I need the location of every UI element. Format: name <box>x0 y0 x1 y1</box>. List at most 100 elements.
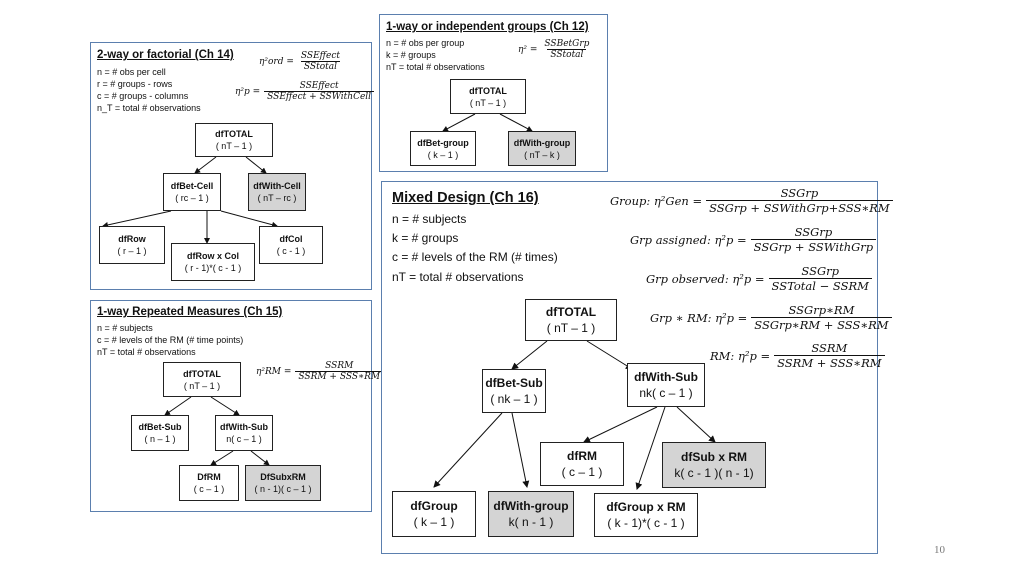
equation-numerator: SSRM <box>811 341 848 355</box>
oneway-panel: 1-way or independent groups (Ch 12) n = … <box>379 14 608 172</box>
equation-denominator: SSGrp∗RM + SSS∗RM <box>751 317 892 332</box>
box-formula: ( c – 1 ) <box>193 484 225 494</box>
def-line: nT = total # observations <box>386 62 485 73</box>
df-total-box: dfTOTAL ( nT – 1 ) <box>195 123 273 157</box>
box-label: DfRM <box>197 472 221 482</box>
box-formula: ( c – 1 ) <box>561 465 603 479</box>
df-sub-x-rm-box: dfSub x RM k( c - 1 )( n - 1) <box>662 442 766 488</box>
equation-lhs: Group: η²Gen = <box>610 193 703 208</box>
equation-denominator: SSRM + SSS∗RM <box>295 371 384 382</box>
equation-numerator: SSBetGrp <box>544 39 590 49</box>
def-line: n_T = total # observations <box>97 103 201 114</box>
box-formula: ( rc – 1 ) <box>175 193 209 203</box>
equation-numerator: SSEffect <box>299 81 339 91</box>
equation-denominator: SStotal <box>547 49 587 60</box>
equation-lhs: Grp assigned: η²p = <box>630 232 747 247</box>
box-formula: ( n - 1)( c – 1 ) <box>254 484 312 494</box>
rm-panel: 1-way Repeated Measures (Ch 15) n = # su… <box>90 300 384 512</box>
box-label: dfBet-Cell <box>170 181 214 191</box>
df-with-sub-box: dfWith-Sub nk( c – 1 ) <box>627 363 705 407</box>
box-formula: ( k – 1 ) <box>427 149 459 160</box>
box-label: dfWith-Sub <box>220 422 268 432</box>
equation-denominator: SSTotal − SSRM <box>768 278 872 293</box>
df-row-x-col-box: dfRow x Col ( r - 1)*( c - 1 ) <box>171 243 255 281</box>
df-bet-cell-box: dfBet-Cell ( rc – 1 ) <box>163 173 221 211</box>
oneway-defs: n = # obs per group k = # groups nT = to… <box>386 37 485 73</box>
box-formula: k( c - 1 )( n - 1) <box>674 466 754 480</box>
equation-lhs: η²RM = <box>256 366 292 377</box>
df-total-box: dfTOTAL ( nT – 1 ) <box>525 299 617 341</box>
df-group-box: dfGroup ( k – 1 ) <box>392 491 476 537</box>
box-label: dfTOTAL <box>545 305 597 319</box>
def-line: n = # subjects <box>392 212 467 226</box>
equation-lhs: Grp ∗ RM: η²p = <box>650 310 748 325</box>
box-formula: ( c - 1 ) <box>276 246 306 256</box>
box-label: dfRow <box>118 234 146 244</box>
equation-numerator: SSGrp <box>794 225 833 239</box>
box-formula: nk( c – 1 ) <box>639 386 693 400</box>
box-formula: ( nT – 1 ) <box>183 380 221 391</box>
box-formula: k( n - 1 ) <box>508 515 554 529</box>
df-bet-sub-box: dfBet-Sub ( nk – 1 ) <box>482 369 546 413</box>
df-group-x-rm-box: dfGroup x RM ( k - 1)*( c - 1 ) <box>594 493 698 537</box>
box-label: dfRow x Col <box>187 251 239 261</box>
def-line: k = # groups <box>386 50 436 61</box>
df-rm-box: dfRM ( c – 1 ) <box>540 442 624 486</box>
box-label: dfWith-Cell <box>253 181 301 191</box>
box-label: dfTOTAL <box>469 85 507 96</box>
box-formula: ( r - 1)*( c - 1 ) <box>184 263 242 273</box>
def-line: r = # groups - rows <box>97 79 173 90</box>
df-col-box: dfCol ( c - 1 ) <box>259 226 323 264</box>
box-label: dfWith-group <box>493 499 569 513</box>
equation-lhs: η²p = <box>235 86 261 97</box>
mixed-defs: n = # subjects k = # groups c = # levels… <box>392 210 558 287</box>
rm-title: 1-way Repeated Measures (Ch 15) <box>97 306 283 318</box>
box-label: dfGroup x RM <box>606 500 686 514</box>
box-formula: ( nk – 1 ) <box>490 392 538 406</box>
df-bet-sub-box: dfBet-Sub ( n – 1 ) <box>131 415 189 451</box>
mixed-arrows <box>433 340 716 490</box>
df-bet-group-box: dfBet-group ( k – 1 ) <box>410 131 476 166</box>
factorial-arrows <box>102 156 278 244</box>
equation-lhs: Grp observed: η²p = <box>646 271 765 286</box>
def-line: n = # obs per cell <box>97 67 166 77</box>
equation-lhs: RM: η²p = <box>710 348 771 363</box>
def-line: k = # groups <box>392 231 459 246</box>
box-formula: ( k - 1)*( c - 1 ) <box>607 516 685 530</box>
df-rm-box: DfRM ( c – 1 ) <box>179 465 239 501</box>
oneway-arrows <box>442 113 533 132</box>
box-label: DfSubxRM <box>260 472 306 482</box>
def-line: c = # levels of the RM (# time points) <box>97 335 244 346</box>
box-formula: ( nT – 1 ) <box>215 141 253 151</box>
factorial-title: 2-way or factorial (Ch 14) <box>97 49 234 61</box>
df-sub-x-rm-box: DfSubxRM ( n - 1)( c – 1 ) <box>245 465 321 501</box>
box-label: dfSub x RM <box>681 450 747 464</box>
equation-numerator: SSGrp <box>801 264 840 278</box>
box-formula: ( nT – rc ) <box>257 193 297 203</box>
box-formula: n( c – 1 ) <box>226 434 262 444</box>
box-formula: ( nT – k ) <box>524 149 560 160</box>
df-row-box: dfRow ( r – 1 ) <box>99 226 165 264</box>
box-label: dfTOTAL <box>215 129 253 139</box>
df-with-group-box: dfWith-group k( n - 1 ) <box>488 491 574 537</box>
def-line: c = # groups - columns <box>97 91 189 102</box>
box-formula: ( k – 1 ) <box>413 515 455 529</box>
def-line: n = # subjects <box>97 323 153 333</box>
mixed-title: Mixed Design (Ch 16) <box>392 190 539 206</box>
df-total-box: dfTOTAL ( nT – 1 ) <box>450 79 526 114</box>
df-with-sub-box: dfWith-Sub n( c – 1 ) <box>215 415 273 451</box>
equation-lhs: η²ord = <box>259 56 294 67</box>
df-total-box: dfTOTAL ( nT – 1 ) <box>163 362 241 397</box>
box-label: dfBet-Sub <box>138 422 182 432</box>
factorial-defs: n = # obs per cell r = # groups - rows c… <box>97 66 201 115</box>
equation-numerator: SSEffect <box>300 51 340 61</box>
box-label: dfWith-group <box>513 137 571 148</box>
rm-arrows <box>164 396 270 466</box>
